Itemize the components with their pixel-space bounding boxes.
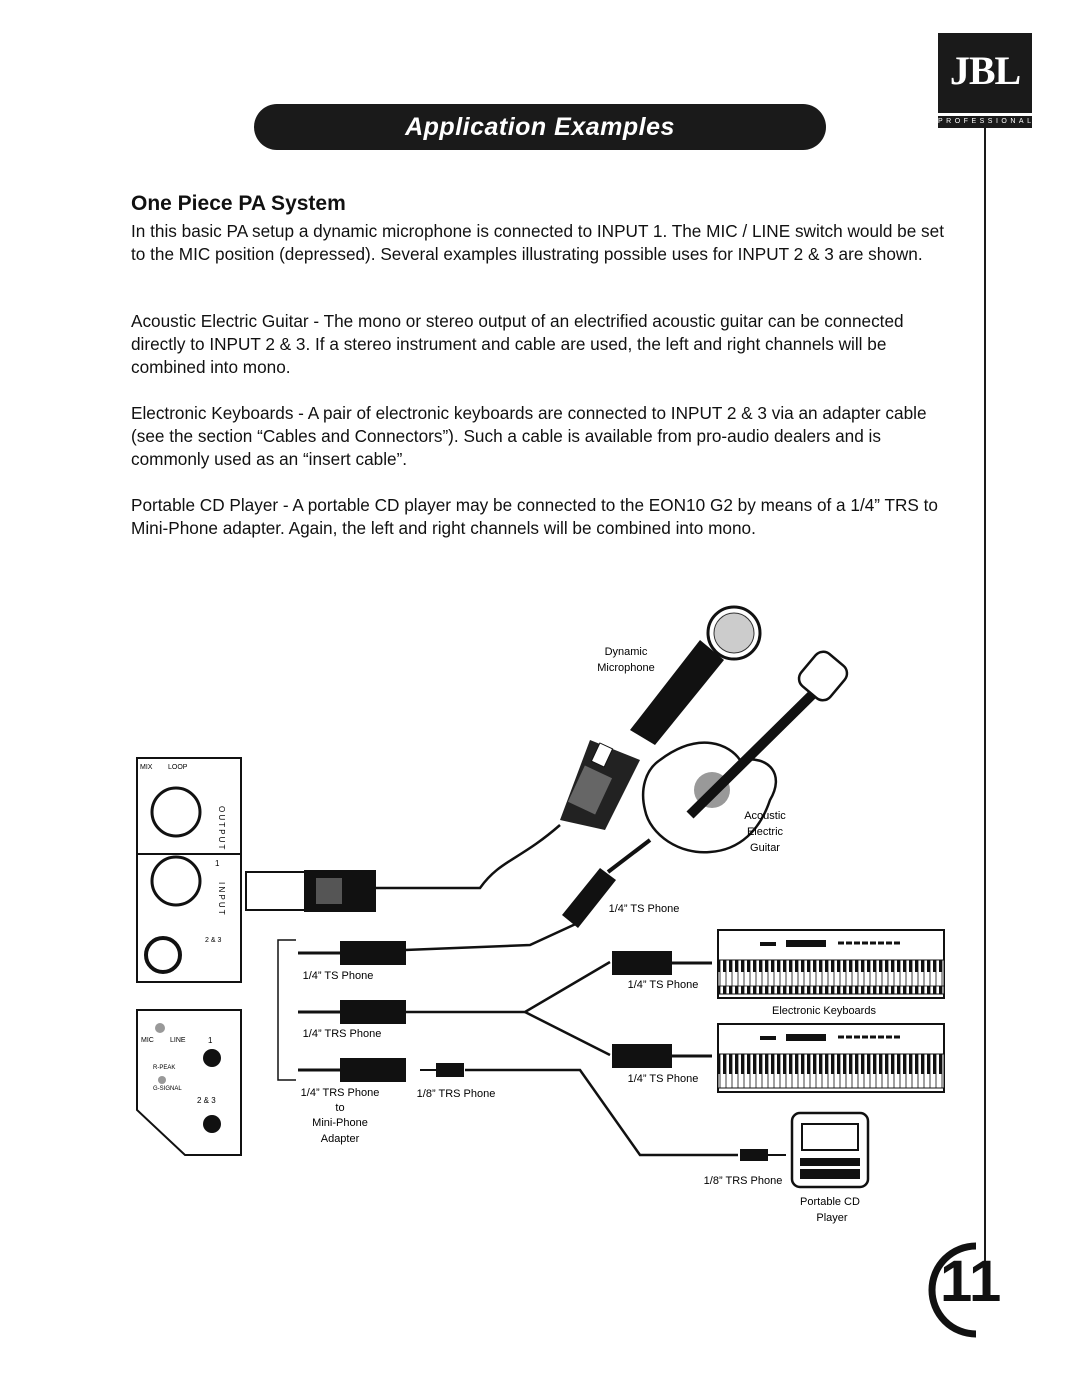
microphone-icon — [560, 605, 762, 830]
paragraph-guitar: Acoustic Electric Guitar - The mono or s… — [131, 311, 904, 377]
mic-label-1: Dynamic — [605, 646, 648, 658]
cables — [277, 824, 738, 1157]
xlr-plug-icon — [245, 870, 376, 912]
panel-loop-label: LOOP — [168, 764, 188, 771]
trs-phone-label: 1/4” TRS Phone — [303, 1028, 382, 1040]
kb-plug-2-label: 1/4” TS Phone — [628, 1073, 699, 1085]
adapter-label-3: Mini-Phone — [312, 1117, 368, 1129]
guitar-plug-label: 1/4” TS Phone — [609, 903, 680, 915]
guitar-label-3: Guitar — [750, 842, 780, 854]
panel-knob23-label: 2 & 3 — [197, 1096, 216, 1105]
panel-line-label: LINE — [170, 1037, 186, 1044]
cd-label-1: Portable CD — [800, 1196, 860, 1208]
section-title: One Piece PA System — [131, 192, 346, 215]
speaker-rear-panel — [136, 757, 242, 1156]
panel-mix-label: MIX — [140, 764, 153, 771]
page-title: Application Examples — [405, 113, 675, 141]
panel-rpeak-label: R-PEAK — [153, 1065, 175, 1071]
mini-trs-label: 1/8” TRS Phone — [417, 1088, 496, 1100]
paragraph-cd-player: Portable CD Player - A portable CD playe… — [131, 495, 938, 538]
ts-plug-1-icon — [298, 941, 406, 965]
page-number-arc — [928, 1242, 977, 1338]
kb-plug-1-icon — [612, 951, 712, 975]
guitar-icon — [641, 650, 849, 854]
jbl-logo: JBL — [938, 33, 1032, 113]
logo-subtitle: PROFESSIONAL — [938, 116, 1032, 128]
guitar-label-1: Acoustic — [744, 810, 786, 822]
cd-player-icon — [790, 1111, 870, 1189]
keyboards-label: Electronic Keyboards — [772, 1005, 876, 1017]
title-banner: Application Examples — [254, 104, 826, 150]
xlr-input-jack — [150, 855, 202, 907]
quarter-inch-jack — [144, 936, 182, 974]
margin-rule — [984, 128, 986, 1278]
guitar-label-2: Electric — [747, 826, 784, 838]
cd-plug-icon — [740, 1149, 786, 1161]
mic-label-2: Microphone — [597, 662, 654, 674]
trs-plug-icon — [298, 1000, 406, 1024]
keyboard-2-icon — [717, 1023, 945, 1093]
keyboard-1-icon — [717, 929, 945, 999]
kb-cable-top — [405, 960, 611, 1014]
knob-input-23 — [203, 1115, 221, 1133]
page-number: 11 — [940, 1249, 1002, 1314]
cd-label-2: Player — [816, 1212, 848, 1224]
paragraph-keyboards: Electronic Keyboards - A pair of electro… — [131, 403, 927, 469]
panel-23-label: 2 & 3 — [205, 937, 221, 944]
adapter-label-2: to — [335, 1102, 344, 1114]
adapter-label-4: Adapter — [321, 1133, 360, 1145]
knob-input-1 — [203, 1049, 221, 1067]
cd-plug-label: 1/8” TRS Phone — [704, 1175, 783, 1187]
mic-cable — [372, 824, 561, 890]
panel-knob1-label: 1 — [208, 1036, 213, 1045]
cd-cable — [465, 1068, 738, 1157]
kb-plug-2-icon — [612, 1044, 712, 1068]
connection-diagram: Dynamic Microphone Acoustic Electric Gui… — [136, 605, 945, 1224]
kb-plug-1-label: 1/4” TS Phone — [628, 979, 699, 991]
paragraph-intro: In this basic PA setup a dynamic microph… — [131, 221, 944, 264]
panel-gsignal-label: G-SIGNAL — [153, 1086, 182, 1092]
adapter-label-1: 1/4” TRS Phone — [301, 1087, 380, 1099]
panel-output-label: O U T P U T — [217, 806, 226, 850]
adapter-plug-icon — [298, 1058, 464, 1082]
xlr-output-jack — [150, 786, 202, 838]
panel-input-label: I N P U T — [217, 882, 226, 915]
logo-text: JBL — [949, 48, 1021, 93]
panel-mic-label: MIC — [141, 1037, 154, 1044]
guitar-ts-plug-icon — [562, 838, 652, 928]
kb-cable-bottom — [524, 1010, 611, 1057]
bracket — [277, 939, 296, 1081]
panel-1-label: 1 — [215, 859, 220, 868]
guitar-cable — [404, 920, 581, 952]
ts-phone-label-1: 1/4” TS Phone — [303, 970, 374, 982]
